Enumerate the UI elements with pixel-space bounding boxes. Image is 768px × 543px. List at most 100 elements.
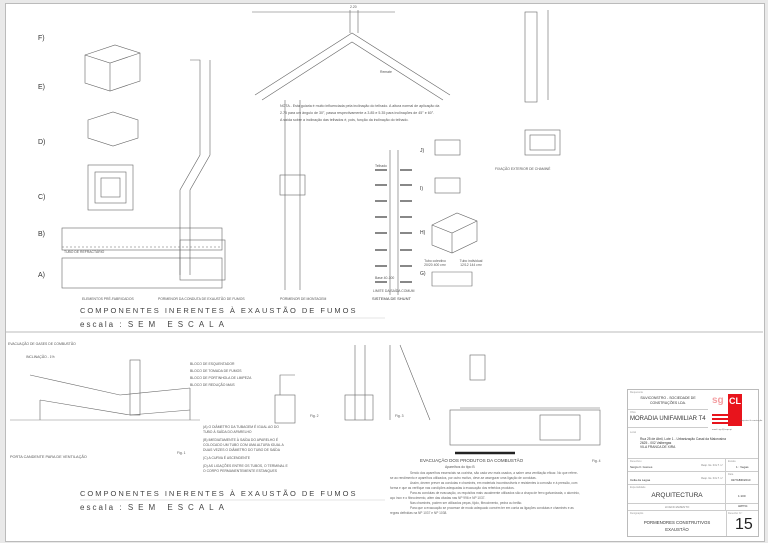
checked-by-reg: Resp. Ins. D.G.T. n.º [701,477,723,480]
row-label-a: A) [38,272,45,279]
data-cell: Data 02/TABR/2010 [726,472,758,485]
caption: Requerente [630,391,644,394]
caption: Desenho N.º [728,512,743,515]
desenhou-cell: Desenhou Sérgio F. Gomes Resp. Ins. D.G.… [628,459,726,472]
incl-label: INCLINAÇÃO - 1% [26,355,55,359]
note-line-1: NOTA - Esta guiaria é muito influenciada… [280,104,440,108]
date: 02/TABR/2010 [731,478,751,482]
paragraph: Sendo dos aparelhos essenciais na cozinh… [390,471,578,480]
row-label-b: B) [38,231,45,238]
designacao-cell: Designação PORMENORES CONSTRUTIVOS EXAUS… [628,511,727,536]
title-block: Requerente SILVICONSTRO - SOCIEDADE DE C… [627,389,763,537]
scale: 1 : Vegas [736,465,749,469]
fase-cell: LICENCIAMENTO [628,504,726,511]
caption: Obra [630,411,636,414]
rule-key: B [204,438,207,442]
ref-cell: ARPT04 [726,504,758,511]
designation-line: PORMENORES CONSTRUTIVOS [643,520,711,525]
tubo-label: TUBO DE REFRACTÁRIO [64,250,105,254]
logo-sub: projectos & construção [740,420,763,422]
designation: PORMENORES CONSTRUTIVOS EXAUSTÃO [628,519,726,533]
bottom-heading: COMPONENTES INERENTES À EXAUSTÃO DE FUMO… [80,489,358,498]
bottom-scale: escala : SEM ESCALA [80,503,229,512]
g-label-individual: Tubo individual 12/12 144 cm² [459,259,483,267]
caption: Especialidade [630,486,646,489]
caption-shunt: SISTEMA DE SHUNT [372,296,411,301]
caption: Data [728,473,734,476]
rule-text: IMEDIATAMENTE À SAÍDA DO APARELHO É COLO… [203,438,284,452]
sheet-number: 15 [735,516,753,533]
prefab-blocks-drawing [61,44,223,289]
note-line-3: A saída sobre a inclinação das telhados … [280,118,409,122]
detail-label-g: G) [420,271,426,277]
fig-label-1: Fig. 1 [177,451,186,455]
block-label-2: BLOCO DE TOMADA DE FUMOS [190,369,242,373]
phase: LICENCIAMENTO [664,505,690,509]
shunt-label-roof: Telhado [375,164,387,168]
client-name: SILVICONSTRO - SOCIEDADE DE CONSTRUÇÕES … [640,396,696,405]
sheet-number-cell: Desenho N.º 15 [726,511,758,536]
paragraph: Para que a evacuação se processe de modo… [390,506,574,515]
dim-top: 2.20 [350,5,357,9]
text-body: Sendo dos aparelhos essenciais na cozinh… [390,471,580,516]
rule-d: (D) AS LIGAÇÕES ENTRE OS TUBOS, O TERMIN… [203,464,288,473]
shunt-system-drawing [375,129,561,295]
caption: Desenhou [630,460,642,463]
row-label-c: C) [38,194,46,201]
rule-key: D [204,464,207,468]
verificou-cell: Célia da Lagoa Resp. Ins. D.G.T. n.º [628,472,726,485]
scale-value: SEM ESCALA [127,503,229,512]
rule-text: A CURVA É ASCENDENTE [208,456,250,460]
address: Rua 25 de Abril, Lote 1 - Urbanização Ca… [640,437,726,449]
note-line-2: 2.75 para um ângulo de 30°, passa respec… [280,111,435,115]
block-label-1: BLOCO DE ESQUENTADOR [190,362,235,366]
fig-label-2: Fig. 2 [310,414,319,418]
designation-line: EXAUSTÃO [665,527,689,532]
detail-label-i: I) [420,186,424,192]
scale-prefix: escala : [80,503,124,512]
rules-list: (A) O DIÂMETRO DA TUBAGEM É IGUAL AO DO … [203,425,288,474]
roof-label: Remate [380,70,392,74]
address-line: VILA FRANCA DE XIRA [640,445,676,449]
rule-b: (B) IMEDIATAMENTE À SAÍDA DO APARELHO É … [203,438,284,452]
chimney-caption: FIXAÇÃO EXTERIOR DE CHAMINÉ [495,167,551,171]
row-label-e: E) [38,84,45,91]
local-cell: Local Rua 25 de Abril, Lote 1 - Urbaniza… [628,430,758,459]
address-line: Rua 25 de Abril, Lote 1 - Urbanização Ca… [640,437,726,441]
obra-cell: Obra MORADIA UNIFAMILIAR T4 [628,410,708,428]
rule-key: A [204,425,207,429]
block-label-4: BLOCO DE REDUÇÃO MAIS [190,383,235,387]
scale-prefix: escala : [80,320,124,329]
shunt-label-base: Base 40-100 [375,276,395,280]
paragraph: Para as condutas de evacuação, os requis… [390,491,580,500]
reference: ARPT04 [738,505,748,508]
flue-conduit-drawing [179,59,306,290]
scale-value: SEM ESCALA [127,320,229,329]
paragraph: Nas chaminés, podem ser utilizados peças… [410,501,523,505]
rule-text: O DIÂMETRO DA TUBAGEM É IGUAL AO DO TUBO… [203,425,279,434]
rule-key: C [204,456,207,460]
address-line: 2625 - 002 Valbergas [640,441,672,445]
caption: Local [630,431,636,434]
fig-label-4: Fig. 4 [592,459,601,463]
detail-label-j: J) [420,148,425,154]
scale-2: 1:100 [738,494,746,498]
row-label-f: F) [38,35,45,42]
top-scale: escala : SEM ESCALA [80,320,229,329]
rule-c: (C) A CURVA É ASCENDENTE [203,456,250,460]
block-label-3: BLOCO DE PORTINHOLA DE LIMPEZA [190,376,252,380]
checked-by: Célia da Lagoa [630,478,651,482]
text-title: EVACUAÇÃO DOS PRODUTOS DA COMBUSTÃO [420,458,524,463]
email: email: sgcl@sapo.pt [712,429,732,431]
ventilation-label: PORTA CANDENTE PARA DE VENTILAÇÃO [10,455,87,459]
rule-text: AS LIGAÇÕES ENTRE OS TUBOS, O TERMINAL E… [203,464,288,473]
logo-text: CL [729,396,741,406]
caption-prefab: ELEMENTOS PRÉ-FABRICADOS [82,297,134,301]
drawn-by-reg: Resp. Ins. D.G.T. n.º [701,464,723,467]
caption: Designação [630,512,644,515]
bottom-title: EVACUAÇÃO DE GASES DE COMBUSTÃO [8,342,76,346]
g-label-collective: Tubo colectivo 20/20 400 cm² [424,259,446,267]
top-heading: COMPONENTES INERENTES À EXAUSTÃO DE FUMO… [80,306,358,315]
row-label-d: D) [38,139,46,146]
